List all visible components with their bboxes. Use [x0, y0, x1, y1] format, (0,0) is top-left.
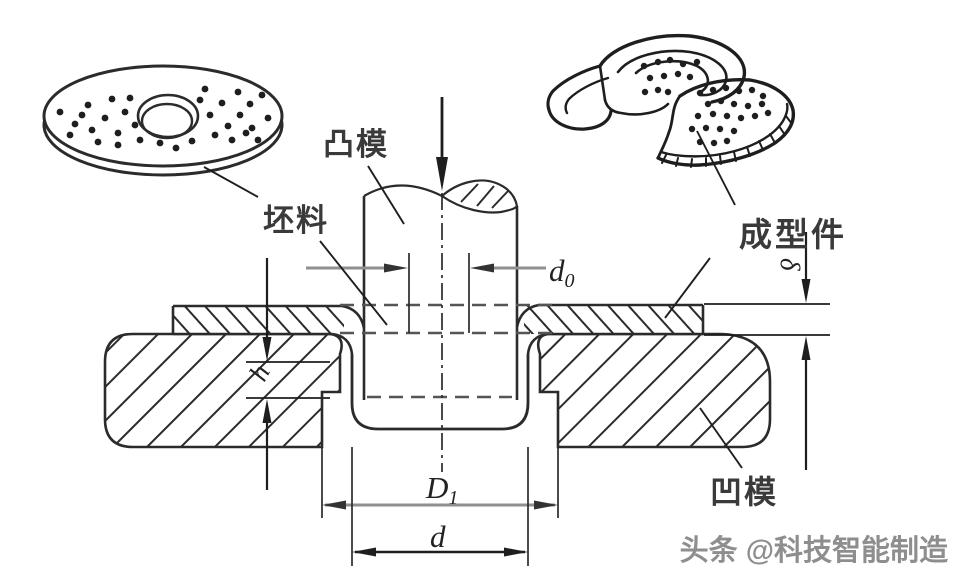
punch-label: 凸模: [323, 127, 389, 162]
blank-leader: [319, 240, 388, 326]
punch-body: [362, 179, 519, 400]
d-label: d: [430, 519, 446, 554]
d0-sub: 0: [565, 270, 575, 292]
dimension-D1: D1: [321, 392, 559, 518]
hidden-blank-lines: [340, 303, 554, 399]
blank-disc-3d: [42, 64, 284, 177]
formed-cup-section: [350, 354, 530, 431]
punch-leader: [367, 165, 405, 225]
die-label: 凹模: [710, 474, 778, 510]
formed-part-leader-top: [696, 130, 736, 206]
die-leader: [699, 407, 743, 469]
D1-label: D: [425, 470, 448, 505]
watermark: 头条 @科技智能制造 头条 @科技智能制造: [680, 534, 950, 569]
blank-label: 坯料: [263, 203, 329, 238]
die-left-block: [103, 332, 343, 449]
dimension-d0: d0: [306, 253, 575, 333]
press-force-arrow: [436, 97, 448, 191]
blank-disc-leader: [203, 166, 259, 198]
die-right-block: [536, 332, 772, 449]
svg-text:头条 @科技智能制造: 头条 @科技智能制造: [682, 536, 950, 569]
leader-lines: [319, 130, 743, 469]
delta-label: δ: [775, 258, 805, 271]
formed-part-leader-bottom: [664, 257, 711, 319]
dimension-d: d: [351, 447, 529, 566]
formed-part-label: 成型件: [739, 217, 847, 254]
formed-part-speckles: [640, 56, 772, 147]
disc-speckles: [56, 85, 272, 152]
D1-sub: 1: [448, 487, 458, 509]
dimension-delta: δ: [704, 232, 830, 470]
svg-text:D1: D1: [425, 470, 458, 509]
watermark-text: 头条 @科技智能制造: [680, 534, 948, 567]
d0-label: d: [549, 253, 565, 288]
svg-text:d0: d0: [549, 253, 575, 292]
punch-break-hatch: [460, 183, 509, 209]
formed-part-3d: [546, 33, 796, 168]
formed-part-rim-ticks: [661, 115, 793, 168]
